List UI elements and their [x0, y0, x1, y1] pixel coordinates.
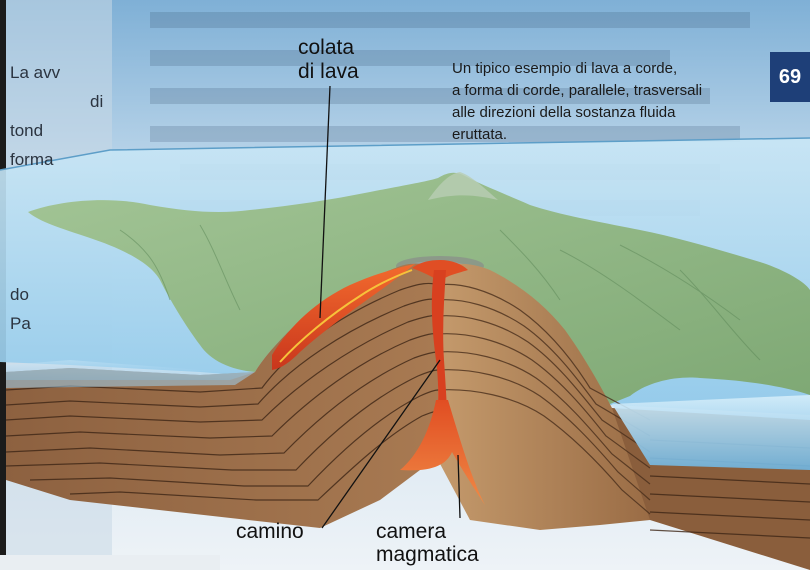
bottom-strip: [0, 555, 220, 570]
side-text-8: Pa: [10, 314, 31, 333]
leader-lava-flow: [319, 85, 331, 319]
label-lava-flow-line-2: di lava: [298, 60, 359, 83]
side-text-3: tond: [10, 121, 44, 140]
leader-chamber: [457, 454, 461, 519]
terrain-ridges: [119, 224, 761, 361]
sea-horizon: [0, 137, 810, 171]
left-strata-block: [6, 263, 438, 528]
label-chamber-line-2: magmatica: [376, 543, 479, 566]
magma-chamber: [400, 400, 485, 505]
side-text-2: di: [90, 92, 104, 111]
caption-line-3: alle direzioni della sostanza fluida: [452, 104, 676, 121]
volcano-summit: [428, 172, 498, 200]
island-land: [28, 172, 810, 404]
side-text-4: forma: [10, 150, 54, 169]
lava-flow: [272, 264, 415, 370]
side-text-1: La avv: [10, 63, 61, 82]
right-strata-lines: [437, 283, 651, 515]
page-number: 69: [770, 52, 810, 102]
label-chamber-line-1: camera: [376, 520, 447, 543]
caption-line-4: eruttata.: [452, 126, 508, 143]
label-conduit: camino: [236, 520, 304, 543]
caption-line-2: a forma di corde, parallele, trasversali: [452, 82, 703, 99]
side-text-7: do: [10, 285, 29, 304]
lava-flow-edge: [279, 269, 413, 363]
caption-line-1: Un tipico esempio di lava a corde,: [452, 60, 678, 77]
leader-conduit: [321, 359, 441, 529]
sea-block-left: [6, 368, 255, 388]
label-lava-flow-line-1: colata: [298, 36, 355, 59]
right-strata-block: [438, 263, 650, 530]
sea-block-right: [612, 395, 810, 470]
